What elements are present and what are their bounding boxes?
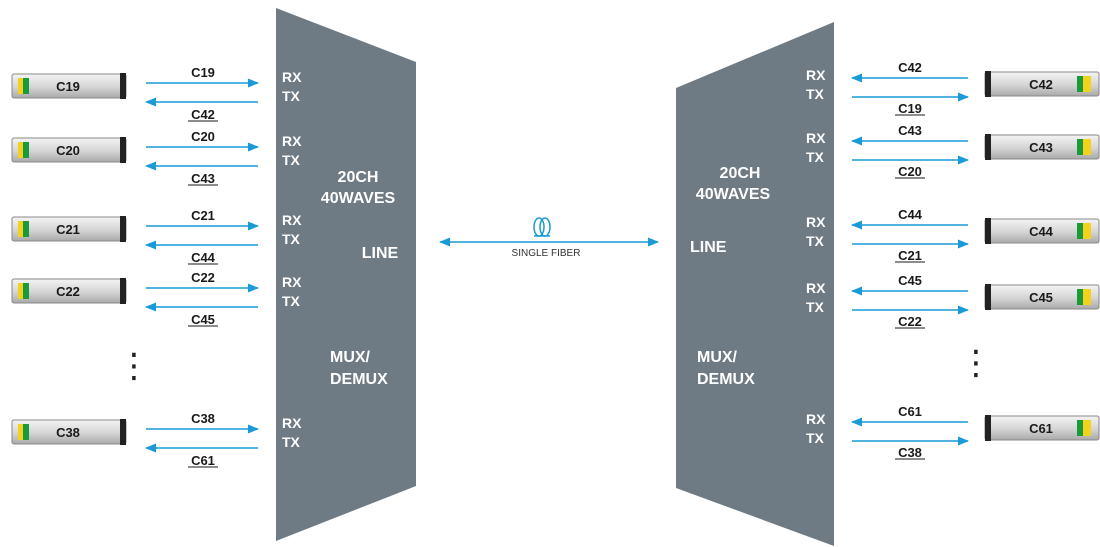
left-rx-port: RX <box>282 212 302 228</box>
right-mux-body <box>676 22 834 546</box>
left-tx-port: TX <box>282 152 301 168</box>
fiber-label: SINGLE FIBER <box>512 248 581 259</box>
right-rx-port: RX <box>806 411 826 427</box>
left-rx-port: RX <box>282 274 302 290</box>
right-mux-demux: 20CH 40WAVES LINE MUX/ DEMUX <box>676 22 834 546</box>
right-mux-title-1: 20CH <box>720 165 761 182</box>
right-tx-wave-label: C22 <box>898 314 922 329</box>
right-rx-port: RX <box>806 130 826 146</box>
left-rx-port: RX <box>282 415 302 431</box>
left-rx-wave-label: C38 <box>191 411 215 426</box>
right-tx-wave-label: C19 <box>898 101 922 116</box>
left-mux-body <box>276 8 416 541</box>
right-tx-wave-label: C21 <box>898 248 922 263</box>
left-tx-wave-label: C42 <box>191 107 215 122</box>
module-label: C43 <box>1029 140 1053 155</box>
right-mux-title-2: 40WAVES <box>696 186 771 203</box>
module-label: C22 <box>56 284 80 299</box>
left-tx-port: TX <box>282 293 301 309</box>
right-tx-wave-label: C38 <box>898 445 922 460</box>
right-mux-type-2: DEMUX <box>697 371 755 388</box>
left-rx-wave-label: C21 <box>191 208 215 223</box>
module-label: C61 <box>1029 421 1053 436</box>
right-sfp-module: C42 <box>984 71 1100 97</box>
left-tx-port: TX <box>282 434 301 450</box>
left-rx-wave-label: C22 <box>191 270 215 285</box>
module-label: C42 <box>1029 77 1053 92</box>
left-tx-wave-label: C43 <box>191 171 215 186</box>
right-mux-type-1: MUX/ <box>697 349 738 366</box>
left-mux-title-2: 40WAVES <box>321 190 396 207</box>
right-tx-port: TX <box>806 233 825 249</box>
left-tx-port: TX <box>282 231 301 247</box>
module-label: C19 <box>56 79 80 94</box>
left-tx-wave-label: C44 <box>191 250 216 265</box>
right-rx-wave-label: C44 <box>898 207 923 222</box>
right-sfp-module: C61 <box>984 415 1100 441</box>
right-rx-wave-label: C43 <box>898 123 922 138</box>
right-sfp-module: C43 <box>984 134 1100 160</box>
module-label: C45 <box>1029 290 1053 305</box>
right-tx-port: TX <box>806 149 825 165</box>
module-label: C21 <box>56 222 80 237</box>
fiber-coil-icon <box>533 217 551 237</box>
left-sfp-module: C20 <box>11 137 127 163</box>
left-rx-port: RX <box>282 69 302 85</box>
right-mux-line-label: LINE <box>690 239 727 256</box>
left-sfp-module: C38 <box>11 419 127 445</box>
module-label: C44 <box>1029 224 1054 239</box>
right-tx-port: TX <box>806 299 825 315</box>
left-sfp-module: C19 <box>11 73 127 99</box>
right-tx-wave-label: C20 <box>898 164 922 179</box>
module-label: C38 <box>56 425 80 440</box>
single-fiber-link: SINGLE FIBER <box>438 217 660 259</box>
right-rx-port: RX <box>806 280 826 296</box>
left-rx-wave-label: C20 <box>191 129 215 144</box>
left-tx-port: TX <box>282 88 301 104</box>
left-sfp-module: C22 <box>11 278 127 304</box>
right-sfp-module: C44 <box>984 218 1100 244</box>
channel-layer: C19C19C42RXTXC20C20C43RXTXC21C21C44RXTXC… <box>11 60 1100 468</box>
left-mux-title-1: 20CH <box>338 169 379 186</box>
right-rx-wave-label: C45 <box>898 273 922 288</box>
right-rx-port: RX <box>806 214 826 230</box>
left-mux-demux: 20CH 40WAVES LINE MUX/ DEMUX <box>276 8 416 541</box>
right-rx-wave-label: C61 <box>898 404 922 419</box>
left-tx-wave-label: C45 <box>191 312 215 327</box>
right-ellipsis: ⋮ <box>959 343 993 383</box>
left-ellipsis: ⋮ <box>117 346 151 386</box>
left-tx-wave-label: C61 <box>191 453 215 468</box>
right-sfp-module: C45 <box>984 284 1100 310</box>
left-rx-wave-label: C19 <box>191 65 215 80</box>
left-sfp-module: C21 <box>11 216 127 242</box>
left-mux-type-1: MUX/ <box>330 349 371 366</box>
right-rx-wave-label: C42 <box>898 60 922 75</box>
module-label: C20 <box>56 143 80 158</box>
left-rx-port: RX <box>282 133 302 149</box>
right-tx-port: TX <box>806 86 825 102</box>
right-tx-port: TX <box>806 430 825 446</box>
left-mux-type-2: DEMUX <box>330 371 388 388</box>
left-mux-line-label: LINE <box>362 245 399 262</box>
right-rx-port: RX <box>806 67 826 83</box>
